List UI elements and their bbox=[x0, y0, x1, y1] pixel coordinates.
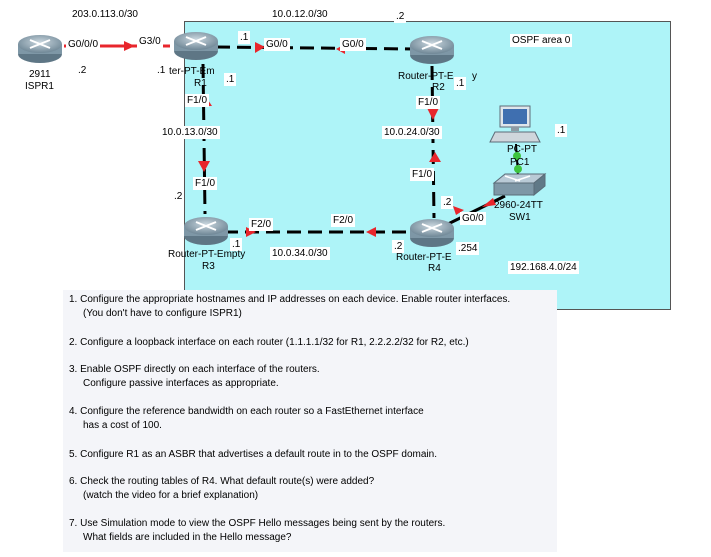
network-label-r1-r2: 10.0.12.0/30 bbox=[270, 8, 330, 21]
instruction-6-line-1: 6. Check the routing tables of R4. What … bbox=[69, 476, 375, 487]
link-down-arrow-icon bbox=[124, 41, 135, 51]
host-r1-f10: .1 bbox=[224, 73, 237, 86]
iface-r2-f10: F1/0 bbox=[416, 96, 441, 109]
iface-r3-f10: F1/0 bbox=[193, 177, 218, 190]
instruction-1-line-2: (You don't have to configure ISPR1) bbox=[83, 307, 242, 319]
instruction-step-4: 4. Configure the reference bandwidth on … bbox=[69, 405, 424, 432]
iface-r1-g00: G0/0 bbox=[264, 38, 290, 51]
link-down-arrow-icon bbox=[429, 152, 441, 162]
instruction-step-2: 2. Configure a loopback interface on eac… bbox=[69, 336, 469, 350]
instruction-step-7: 7. Use Simulation mode to view the OSPF … bbox=[69, 517, 445, 544]
network-label-r2-r4: 10.0.24.0/30 bbox=[382, 126, 442, 139]
iface-ispr1-g000: G0/0/0 bbox=[66, 38, 101, 51]
instruction-1-line-1: 1. Configure the appropriate hostnames a… bbox=[69, 294, 511, 305]
link-down-arrow-icon bbox=[427, 108, 439, 120]
instruction-step-1: 1. Configure the appropriate hostnames a… bbox=[69, 293, 510, 320]
iface-r4-f20: F2/0 bbox=[331, 214, 356, 227]
host-r4-f10: .2 bbox=[441, 196, 454, 209]
instruction-5-line-1: 5. Configure R1 as an ASBR that advertis… bbox=[69, 449, 437, 460]
link-r3-r4[interactable] bbox=[224, 227, 412, 237]
instruction-3-line-1: 3. Enable OSPF directly on each interfac… bbox=[69, 364, 320, 375]
pc-icon-pc1[interactable] bbox=[489, 105, 541, 143]
host-pc1: .1 bbox=[555, 124, 568, 137]
link-down-arrow-icon bbox=[255, 42, 265, 53]
router-icon-r3[interactable] bbox=[184, 217, 228, 245]
instructions-panel bbox=[63, 290, 557, 552]
router-icon-r1[interactable] bbox=[174, 32, 218, 60]
switch-icon-sw1[interactable] bbox=[492, 172, 547, 197]
device-name-ispr1: ISPR1 bbox=[25, 81, 54, 92]
iface-r4-g00: G0/0 bbox=[460, 212, 486, 225]
instruction-3-line-2: Configure passive interfaces as appropri… bbox=[83, 377, 279, 389]
router-icon-ispr1[interactable] bbox=[18, 35, 62, 63]
ospf-area-label: OSPF area 0 bbox=[510, 34, 573, 47]
host-r1-g00: .1 bbox=[238, 31, 251, 44]
device-name-pc1: PC1 bbox=[510, 157, 530, 168]
host-ispr1: .2 bbox=[76, 64, 89, 77]
instruction-2-line-1: 2. Configure a loopback interface on eac… bbox=[69, 337, 469, 348]
device-name-sw1: SW1 bbox=[509, 212, 531, 223]
host-r1-g30: .1 bbox=[155, 64, 168, 77]
instruction-step-6: 6. Check the routing tables of R4. What … bbox=[69, 475, 374, 502]
device-name-r1: R1 bbox=[194, 78, 207, 89]
instruction-4-line-1: 4. Configure the reference bandwidth on … bbox=[69, 406, 424, 417]
instruction-4-line-2: has a cost of 100. bbox=[83, 419, 162, 431]
device-model-r1: ter-PT-Em bbox=[169, 66, 215, 77]
device-model-r2: Router-PT-E bbox=[398, 71, 454, 82]
iface-r3-f20: F2/0 bbox=[249, 218, 274, 231]
link-down-arrow-icon bbox=[366, 227, 376, 237]
iface-r1-g30: G3/0 bbox=[137, 35, 163, 48]
device-model-r2-tail: y bbox=[472, 71, 477, 82]
instruction-6-line-2: (watch the video for a brief explanation… bbox=[83, 489, 259, 501]
host-r3-f20: .1 bbox=[230, 238, 243, 251]
device-name-r3: R3 bbox=[202, 261, 215, 272]
device-model-r4: Router-PT-E bbox=[396, 252, 452, 263]
host-r4-g00: .254 bbox=[456, 242, 480, 255]
link-down-arrow-icon bbox=[198, 161, 210, 172]
link-down-arrow-icon bbox=[453, 206, 464, 215]
device-name-r4: R4 bbox=[428, 263, 441, 274]
host-r2-f10: .1 bbox=[454, 77, 467, 90]
network-label-lan: 192.168.4.0/24 bbox=[508, 261, 579, 274]
iface-r4-f10: F1/0 bbox=[410, 168, 435, 181]
link-up-dot-icon bbox=[513, 152, 521, 160]
link-down-arrow-icon bbox=[246, 227, 256, 237]
instruction-7-line-2: What fields are included in the Hello me… bbox=[83, 531, 292, 543]
device-model-pc1: PC-PT bbox=[507, 144, 537, 155]
device-model-r3: Router-PT-Empty bbox=[168, 249, 246, 260]
iface-r2-g00: G0/0 bbox=[340, 38, 366, 51]
network-label-isp: 203.0.113.0/30 bbox=[70, 8, 140, 21]
instruction-step-5: 5. Configure R1 as an ASBR that advertis… bbox=[69, 448, 437, 462]
link-r2-r4[interactable] bbox=[427, 65, 441, 219]
instruction-7-line-1: 7. Use Simulation mode to view the OSPF … bbox=[69, 518, 446, 529]
link-r4-sw1[interactable] bbox=[447, 194, 506, 226]
link-down-arrow-icon bbox=[482, 198, 496, 207]
link-up-dot-icon bbox=[514, 165, 522, 173]
instruction-step-3: 3. Enable OSPF directly on each interfac… bbox=[69, 363, 320, 390]
ospf-area-0-zone bbox=[184, 21, 671, 310]
network-label-r3-r4: 10.0.34.0/30 bbox=[270, 247, 330, 260]
device-model-ispr1: 2911 bbox=[29, 69, 51, 80]
host-r2-g00: .2 bbox=[394, 10, 407, 23]
host-r4-f20: .2 bbox=[392, 240, 405, 253]
iface-r1-f10: F1/0 bbox=[185, 94, 210, 107]
device-model-sw1: 2960-24TT bbox=[494, 200, 543, 211]
device-name-r2: R2 bbox=[432, 82, 445, 93]
router-icon-r2[interactable] bbox=[410, 36, 454, 64]
network-label-r1-r3: 10.0.13.0/30 bbox=[160, 126, 220, 139]
host-r3-f10: .2 bbox=[172, 190, 185, 203]
router-icon-r4[interactable] bbox=[410, 219, 454, 247]
link-sw1-pc1[interactable] bbox=[513, 143, 522, 177]
